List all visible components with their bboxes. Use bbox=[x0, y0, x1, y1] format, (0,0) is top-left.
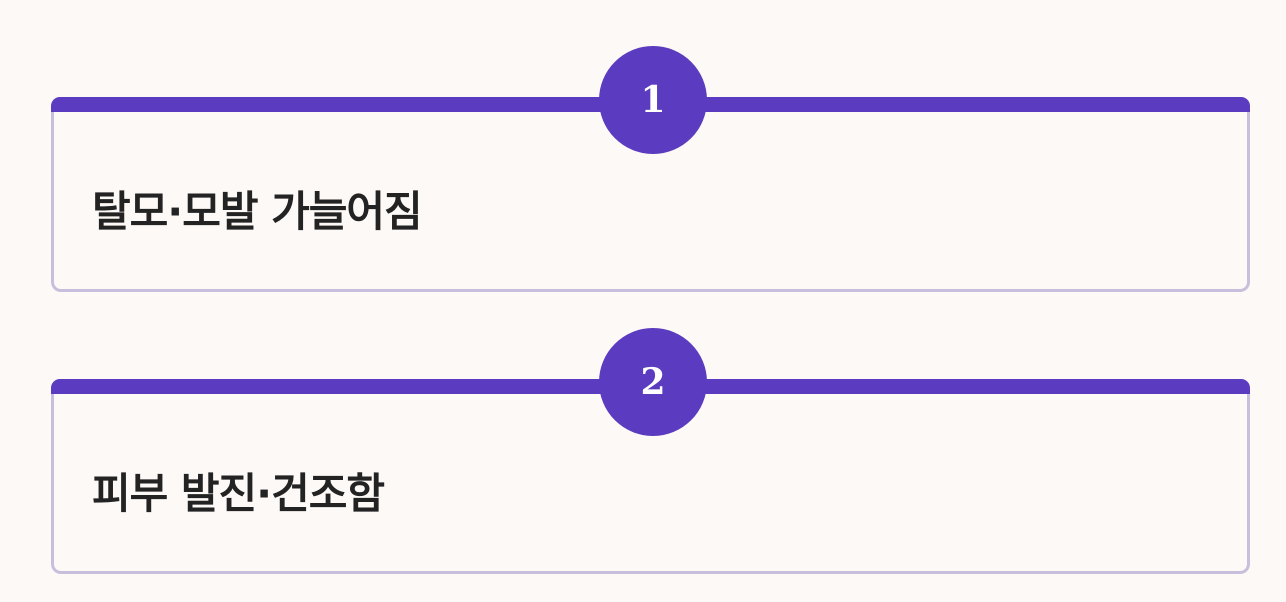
step-number-badge: 2 bbox=[599, 328, 707, 436]
step-number-badge: 1 bbox=[599, 46, 707, 154]
symptom-title: 피부 발진·건조함 bbox=[92, 469, 385, 518]
symptom-card: 1 탈모·모발 가늘어짐 bbox=[51, 46, 1250, 292]
symptom-title: 탈모·모발 가늘어짐 bbox=[92, 187, 423, 236]
symptom-card: 2 피부 발진·건조함 bbox=[51, 328, 1250, 574]
